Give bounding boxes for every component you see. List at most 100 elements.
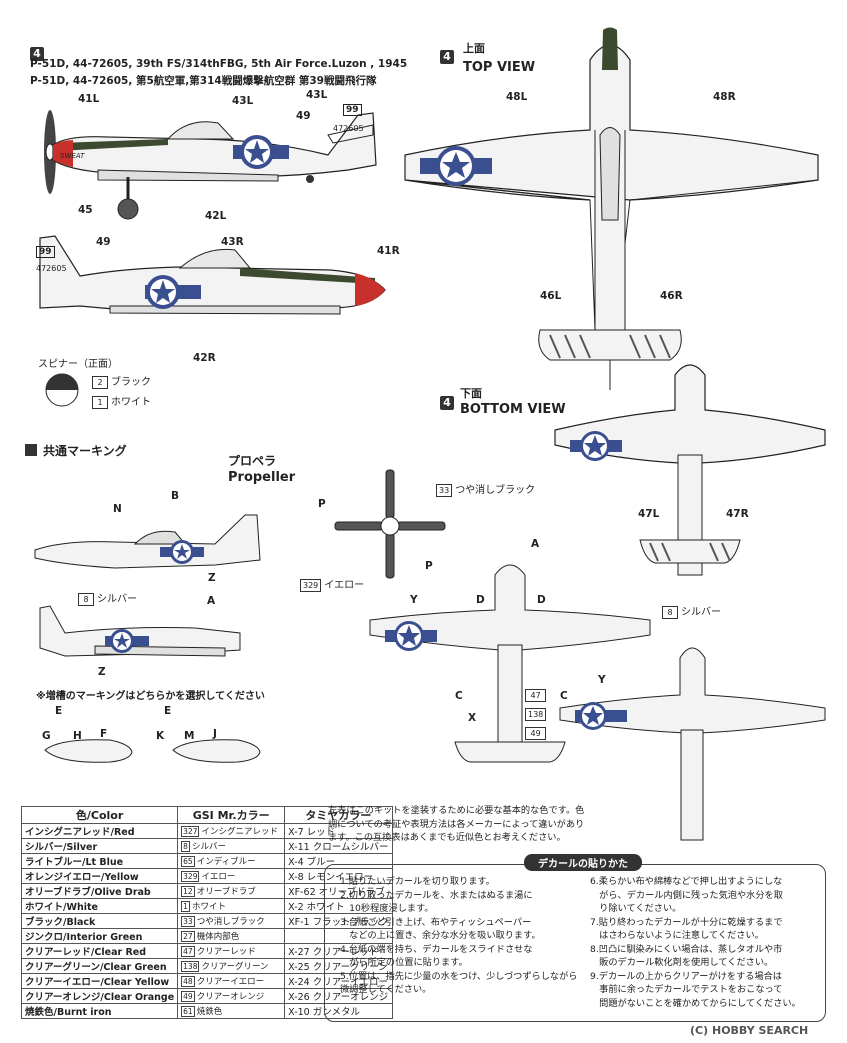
gsi-number: 1 (181, 901, 190, 912)
gsi-name: つや消しブラック (196, 917, 265, 927)
callout-Z-2: Z (98, 666, 106, 678)
nose-art-text: SWEAT (60, 152, 85, 160)
callout-46R: 46R (660, 290, 683, 302)
bottom-view-drawing (554, 364, 826, 576)
callout-Z-1: Z (208, 572, 216, 584)
gsi-number: 327 (181, 826, 200, 837)
common-side-drawing (34, 514, 261, 569)
callout-H: H (73, 730, 82, 742)
aircraft-caption-en: P-51D, 44-72605, 39th FS/314thFBG, 5th A… (30, 58, 408, 70)
callout-49-a: 49 (296, 110, 311, 122)
gsi-number: 12 (181, 886, 195, 897)
callout-D-2: D (537, 594, 546, 606)
callout-M: M (184, 730, 195, 742)
gsi-name: クリアーオレンジ (196, 992, 265, 1002)
propeller-title-en: Propeller (228, 470, 296, 485)
drop-tank-left-drawing (44, 739, 133, 763)
instruction-line: 2.切り取ったデカールを、水またはぬるま湯に (340, 889, 533, 901)
gsi-number: 49 (181, 991, 195, 1002)
callout-46L: 46L (540, 290, 562, 302)
common-side-drawing-2 (39, 605, 241, 657)
aircraft-caption-jp: P-51D, 44-72605, 第5航空軍,第314戦闘爆撃航空群 第39戦闘… (30, 75, 377, 87)
bottom-view-title-jp: 下面 (460, 387, 482, 400)
instruction-line: 5.位置は、指先に少量の水をつけ、少しづつずらしながら微調整してください。 (340, 970, 578, 996)
clear-color-numbers: 47 138 49 (525, 689, 549, 740)
gsi-name: インディブルー (196, 857, 256, 867)
gsi-number: 27 (181, 931, 195, 942)
bottom-view-title-en: BOTTOM VIEW (460, 402, 566, 417)
gsi-number: 329 (181, 871, 200, 882)
decal-instructions-right: 6.柔らかい布や綿棒などで押し出すようにしな がら、デカール内側に残った気泡や水… (590, 875, 820, 1010)
callout-45: 45 (78, 204, 93, 216)
color-table-header-color: 色/Color (20, 806, 179, 824)
callout-43R: 43R (221, 236, 244, 248)
callout-A-1: A (207, 595, 216, 607)
color-table-header-row: 色/Color GSI Mr.カラー タミヤカラー (20, 806, 393, 824)
gsi-name: インシグニアレッド (201, 827, 278, 837)
color-name: オリーブドラブ/Olive Drab (20, 883, 179, 899)
callout-K: K (156, 730, 165, 742)
gsi-number: 47 (181, 946, 195, 957)
callout-Y-1: Y (410, 594, 418, 606)
gsi-name: オリーブドラブ (196, 887, 256, 897)
callout-P-1: P (318, 498, 326, 510)
callout-48R: 48R (713, 91, 736, 103)
top-view-title-jp: 上面 (463, 42, 485, 55)
callout-49-b: 49 (96, 236, 111, 248)
color-name: 焼鉄色/Burnt iron (20, 1003, 179, 1019)
instruction-line: 1.貼りたいデカールを切り取ります。 (340, 876, 495, 887)
instruction-line: がら所定の位置に貼ります。 (340, 957, 468, 968)
instruction-line: 3.台紙ごと引き上げ、布やティッシュペーパー (340, 916, 532, 928)
color-name: ライトブルー/Lt Blue (20, 853, 179, 869)
instruction-line: がら、デカール内側に残った気泡や水分を取 (590, 889, 783, 901)
tail-code-right: 99 (36, 246, 55, 258)
top-view-title-en: TOP VIEW (463, 60, 536, 75)
color-name: オレンジイエロー/Yellow (20, 868, 179, 884)
instruction-line: 8.凹凸に馴染みにくい場合は、蒸しタオルや市 (590, 943, 783, 955)
common-markings-title: 共通マーキング (43, 444, 127, 458)
left-side-profile-drawing (44, 110, 377, 220)
gsi-name: クリアーレッド (196, 947, 256, 957)
clear-color-num-49: 49 (525, 727, 547, 740)
callout-J: J (213, 728, 217, 740)
callout-Y-2: Y (598, 674, 606, 686)
color-table-note: 左表はこのキットを塗装するために必要な基本的な色です。色調についての考証や表現方… (328, 805, 585, 843)
color-name: シルバー/Silver (20, 838, 179, 854)
gsi-number: 61 (181, 1006, 195, 1017)
gsi-name: クリアーイエロー (196, 977, 265, 987)
gsi-name: ホワイト (191, 902, 226, 912)
callout-N: N (113, 503, 122, 515)
gsi-name: イエロー (201, 872, 236, 882)
alt-bottom-view-drawing (559, 647, 826, 841)
right-side-profile-drawing (39, 235, 386, 315)
propeller-title-jp: プロペラ (228, 454, 277, 468)
instruction-line: 事前に余ったデカールでテストをおこなって (590, 984, 783, 995)
callout-E-1: E (55, 705, 63, 717)
color-name: クリアーグリーン/Clear Green (20, 958, 179, 974)
instruction-line: はさわらないように注意してください。 (590, 930, 764, 941)
gsi-name: 焼鉄色 (196, 1007, 223, 1017)
gsi-name: シルバー (191, 842, 226, 852)
